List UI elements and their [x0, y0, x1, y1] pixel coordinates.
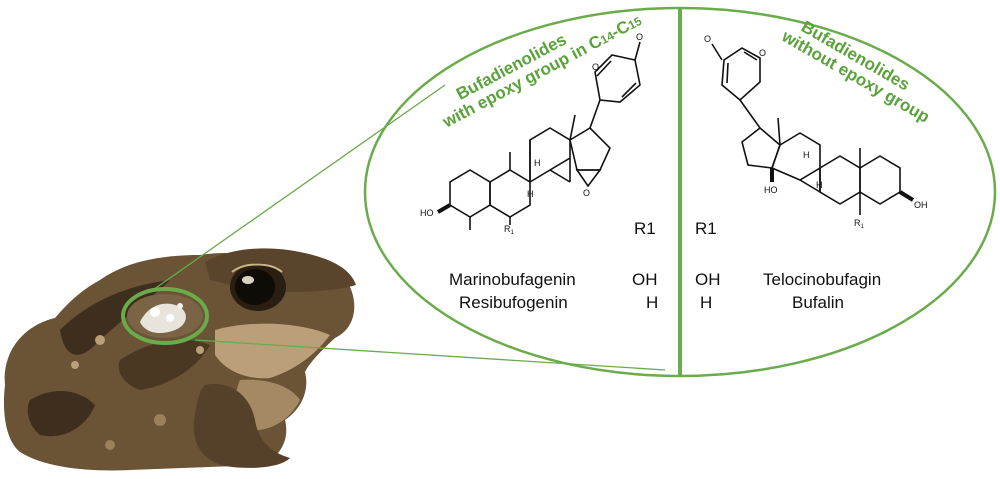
toad-image [3, 248, 356, 471]
gland-highlight-ellipse [121, 287, 209, 345]
left-struct-ho: HO [420, 208, 434, 218]
right-r1-header: R1 [695, 219, 717, 238]
left-panel-title: Bufadienolides with epoxy group in C14-C… [430, 0, 645, 132]
left-row-r1-1: OH [632, 270, 658, 289]
left-row-name-1: Marinobufagenin [449, 270, 576, 289]
left-struct-h-a: H [534, 158, 541, 168]
right-row-name-1: Telocinobufagin [763, 270, 881, 289]
left-r1-header: R1 [634, 219, 656, 238]
right-struct-ho14: HO [764, 185, 778, 195]
callout-line-top [149, 84, 446, 293]
right-struct-oh: OH [914, 200, 928, 210]
right-structure [711, 43, 915, 215]
right-row-r1-2: H [700, 293, 712, 312]
left-structure [436, 41, 641, 230]
callout-line-bottom [194, 339, 666, 371]
right-row-name-2: Bufalin [792, 293, 844, 312]
right-struct-o-ring: O [759, 48, 766, 58]
left-struct-h-b: H [527, 189, 534, 199]
right-panel-title: Bufadienolides without epoxy group [778, 11, 942, 127]
left-struct-r1: R1 [504, 224, 515, 236]
right-struct-o-carbonyl: O [704, 34, 711, 44]
gland-callout [121, 6, 997, 378]
right-struct-h-b: H [816, 180, 823, 190]
left-row-r1-2: H [646, 293, 658, 312]
right-panel: Bufadienolides without epoxy group [695, 11, 942, 312]
left-struct-o-epoxide: O [583, 188, 590, 198]
right-struct-h-a: H [803, 150, 810, 160]
left-struct-o-carbonyl: O [636, 32, 643, 42]
right-struct-r1: R1 [854, 218, 865, 230]
left-row-name-2: Resibufogenin [459, 293, 568, 312]
right-row-r1-1: OH [695, 270, 721, 289]
left-panel: Bufadienolides with epoxy group in C14-C… [420, 0, 658, 312]
left-struct-o-ring: O [592, 62, 599, 72]
